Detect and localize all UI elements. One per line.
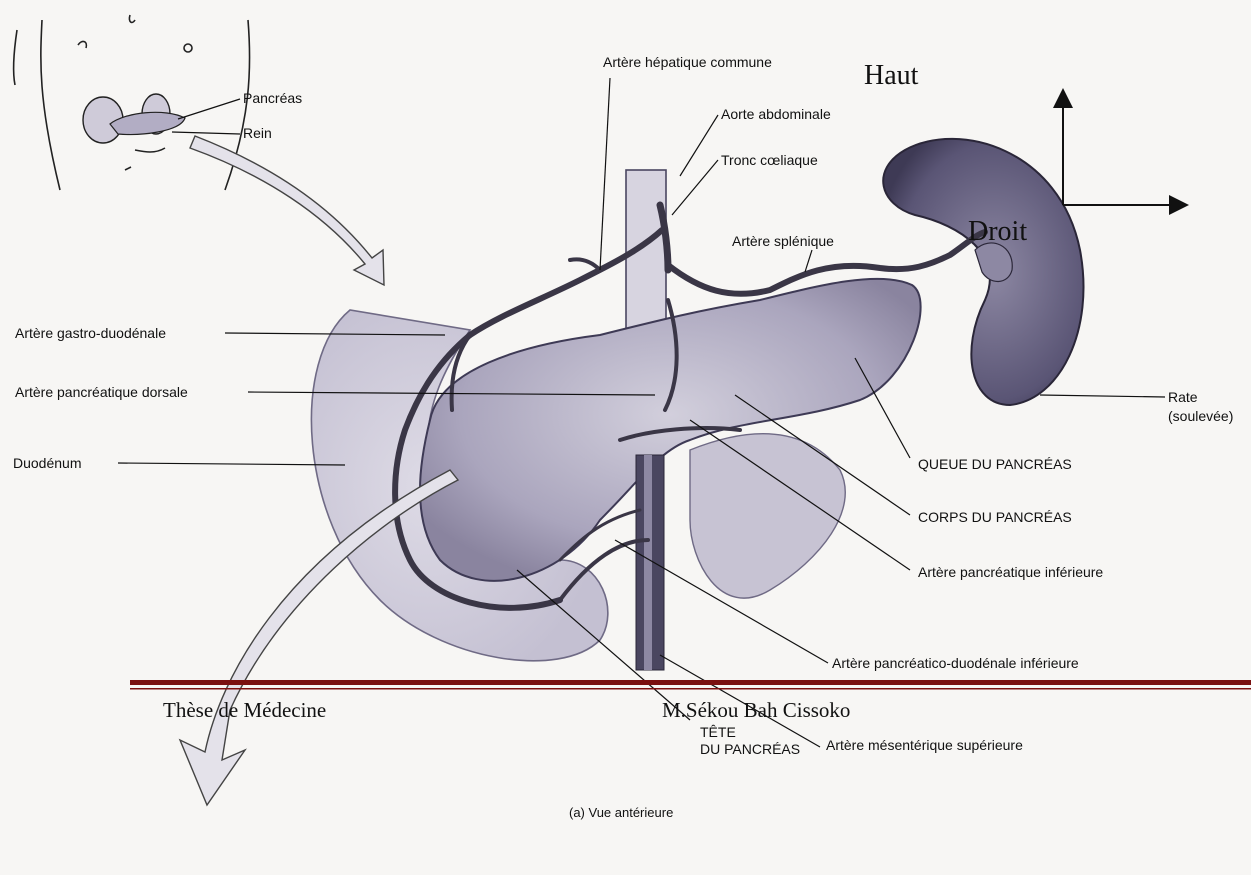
label-queue: QUEUE DU PANCRÉAS [918, 456, 1072, 473]
label-rate: Rate [1168, 389, 1198, 406]
label-mesenterique: Artère mésentérique supérieure [826, 737, 1023, 754]
label-haut: Haut [864, 60, 918, 92]
footer-left: Thèse de Médecine [163, 698, 326, 722]
label-splenique: Artère splénique [732, 233, 834, 250]
label-rein: Rein [243, 125, 272, 142]
label-corps: CORPS DU PANCRÉAS [918, 509, 1072, 526]
label-gastro-duodenale: Artère gastro-duodénale [15, 325, 166, 342]
label-pancreatique-dorsale: Artère pancréatique dorsale [15, 384, 188, 401]
label-pancreatico-duodenale: Artère pancréatico-duodénale inférieure [832, 655, 1079, 672]
torso-inset [14, 15, 250, 190]
smv-highlight [644, 455, 652, 670]
footer-rule [130, 680, 1251, 690]
figure-caption: (a) Vue antérieure [569, 804, 673, 821]
inset-organs [83, 94, 185, 143]
label-rate-note: (soulevée) [1168, 408, 1233, 425]
label-pancreatique-inferieure: Artère pancréatique inférieure [918, 564, 1103, 581]
label-duodenum: Duodénum [13, 455, 82, 472]
label-tronc: Tronc cœliaque [721, 152, 818, 169]
label-hepatique-commune: Artère hépatique commune [603, 54, 772, 71]
label-pancreas-inset: Pancréas [243, 90, 302, 107]
pancreas-lower [690, 434, 845, 598]
label-tete-line1: TÊTE [700, 724, 736, 741]
zoom-arrow [190, 136, 384, 285]
footer-right: M.Sékou Bah Cissoko [662, 698, 850, 722]
orientation-axes [1063, 92, 1185, 205]
label-aorte: Aorte abdominale [721, 106, 831, 123]
label-droit: Droit [968, 216, 1027, 248]
label-tete-line2: DU PANCRÉAS [700, 741, 800, 758]
